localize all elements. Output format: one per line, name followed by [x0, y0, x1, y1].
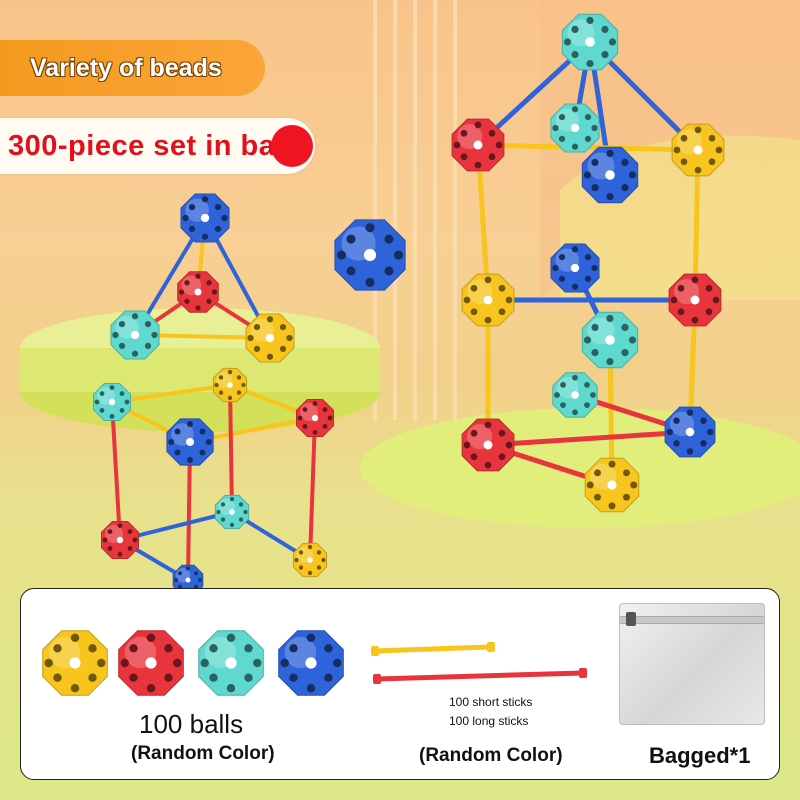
ball-icon: [278, 630, 344, 696]
balls-count-label: 100 balls: [139, 709, 244, 739]
ball-icon: [42, 630, 108, 696]
ball-icon: [561, 13, 619, 71]
ball-icon: [550, 103, 600, 153]
ball-icon: [581, 311, 639, 369]
ball-icon: [668, 273, 722, 327]
bag-label: Bagged*1: [649, 743, 751, 768]
balls-color-label: (Random Color): [131, 743, 275, 764]
set-banner-text: 300-piece set in bag: [8, 129, 294, 162]
short-sticks-label: 100 short sticks: [449, 695, 533, 709]
ball-icon: [93, 383, 131, 421]
zip-bag-icon: [619, 603, 765, 725]
ball-icon: [334, 219, 406, 291]
contents-graphics: [42, 630, 587, 696]
ball-icon: [198, 630, 264, 696]
ball-icon: [461, 273, 515, 327]
variety-banner: Variety of beads: [0, 40, 265, 96]
red-dot-icon: [271, 125, 313, 167]
ball-icon: [166, 418, 214, 466]
ball-icon: [245, 313, 295, 363]
ball-icon: [550, 243, 600, 293]
ball-icon: [584, 457, 640, 513]
set-banner: 300-piece set in bag: [0, 118, 315, 174]
contents-panel: 100 balls (Random Color) 100 short stick…: [20, 588, 780, 780]
ball-icon: [180, 193, 230, 243]
ball-icon: [292, 542, 328, 578]
stick-icon: [371, 642, 587, 684]
ball-icon: [664, 406, 716, 458]
ball-icon: [214, 494, 250, 530]
ball-icon: [461, 418, 515, 472]
ball-icon: [671, 123, 725, 177]
ball-icon: [177, 271, 219, 313]
ball-icon: [296, 399, 334, 437]
ball-icon: [451, 118, 505, 172]
ball-icon: [118, 630, 184, 696]
ball-icon: [101, 521, 139, 559]
ball-icon: [212, 367, 248, 403]
ball-icon: [552, 372, 598, 418]
variety-banner-text: Variety of beads: [30, 53, 222, 82]
sticks-color-label: (Random Color): [419, 745, 563, 766]
ball-icon: [581, 146, 639, 204]
ball-icon: [110, 310, 160, 360]
long-sticks-label: 100 long sticks: [449, 714, 529, 728]
